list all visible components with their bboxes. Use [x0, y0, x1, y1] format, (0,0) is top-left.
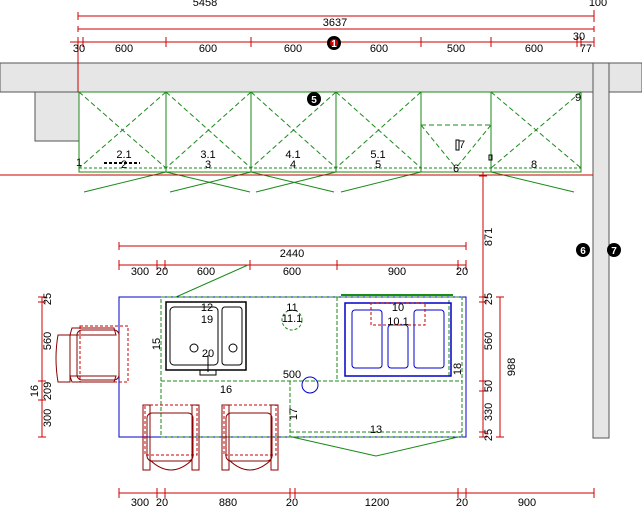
dim-871: 871: [483, 228, 495, 246]
dim-seg-0: 30: [73, 43, 85, 55]
dim-seg-5: 500: [447, 43, 465, 55]
dim-seg-6: 600: [525, 43, 543, 55]
dim-overall-right: 100: [589, 0, 607, 9]
island-dim-bottom-3: 20: [286, 497, 298, 509]
cabinet-label-2: 2: [121, 159, 127, 171]
island-label-10-1: 10.1: [387, 316, 408, 328]
dim-seg-4: 600: [370, 43, 388, 55]
island-counter-front: [291, 436, 377, 457]
cabinet-label-7: 7: [459, 139, 465, 151]
island-label-11-1: 11.1: [282, 313, 303, 325]
wall-band: [0, 62, 642, 93]
island-label-19: 19: [201, 314, 213, 326]
island-dim-right-2: 50: [483, 380, 495, 392]
island-label-20: 20: [202, 348, 214, 360]
dim-overall-left: 5458: [193, 0, 217, 9]
island-dim-bottom-0: 300: [131, 497, 149, 509]
dim-seg-1: 600: [115, 43, 133, 55]
island-dim-right-4: 25: [483, 429, 495, 441]
island-label-12: 12: [201, 302, 213, 314]
island-dim-bottom-4: 1200: [365, 497, 389, 509]
island-top-dimension-lines: [118, 242, 467, 270]
island-dim-top-1: 20: [156, 266, 168, 278]
island-label-15: 15: [151, 338, 163, 350]
dim-seg-7: 30: [573, 31, 585, 43]
cabinet-label-8: 8: [531, 159, 537, 171]
item-11-symbol: [281, 309, 303, 331]
sink: [165, 301, 247, 376]
svg-text:5: 5: [311, 95, 317, 106]
island-dim-right-1: 560: [483, 332, 495, 350]
island-dim-left-1: 560: [42, 332, 54, 350]
island-left-dimension-lines: [38, 296, 46, 438]
island-blue-circle: [301, 376, 319, 394]
island-label-11: 11: [286, 302, 297, 314]
cabinet-label-2-1: 2.1: [116, 149, 131, 161]
island-label-13: 13: [370, 424, 382, 436]
island-top-green: [175, 264, 249, 298]
island-dim-left-4: 300: [42, 409, 54, 427]
island-dim-right-overall: 988: [506, 358, 518, 376]
svg-text:1: 1: [331, 39, 337, 50]
cabinet-label-5-1: 5.1: [370, 149, 385, 161]
right-wall-column: [592, 62, 610, 439]
wall-pillar: [34, 91, 80, 142]
cabinet-label-9: 9: [575, 92, 581, 104]
dim-871-line: [479, 172, 487, 297]
island-dim-right-3: 330: [483, 403, 495, 421]
cabinet-label-6: 6: [453, 163, 459, 175]
island-label-17: 17: [288, 408, 300, 420]
island-dim-bottom-1: 20: [156, 497, 168, 509]
island-dim-right-0: 25: [483, 293, 495, 305]
svg-text:6: 6: [580, 246, 586, 257]
chair-middle[interactable]: [142, 404, 200, 471]
cabinet-label-1: 1: [76, 157, 82, 169]
island-counter-front-2: [375, 436, 459, 457]
cabinet-label-3: 3: [205, 159, 211, 171]
island-label-10: 10: [392, 302, 404, 314]
island-cabinets: [160, 296, 463, 438]
island-dim-top-2: 600: [197, 266, 215, 278]
island-dim-left-0: 25: [42, 293, 54, 305]
marker-6[interactable]: 6: [576, 243, 590, 257]
cabinet-handle-p: [488, 154, 493, 161]
cabinet-label-3-1: 3.1: [200, 149, 215, 161]
island-dim-left-2: 16: [29, 385, 41, 397]
island-dim-top-3: 600: [283, 266, 301, 278]
cooktop: [344, 302, 452, 377]
island-dim-top-4: 900: [388, 266, 406, 278]
dim-seg-2: 600: [199, 43, 217, 55]
island-label-18: 18: [452, 363, 464, 375]
island-dim-bottom-5: 20: [456, 497, 468, 509]
marker-7[interactable]: 7: [607, 243, 621, 257]
svg-text:7: 7: [611, 246, 617, 257]
marker-1[interactable]: 1: [327, 36, 341, 50]
island-label-500: 500: [283, 369, 301, 381]
chair-right[interactable]: [221, 404, 279, 471]
island-bottom-dimension-lines: [118, 488, 595, 498]
marker-5[interactable]: 5: [307, 92, 321, 106]
island-right-dimension-lines: [479, 296, 504, 438]
chair-left[interactable]: [55, 325, 129, 383]
island-dim-bottom-6: 900: [518, 497, 536, 509]
wall-cabinets: [78, 91, 582, 193]
island-label-16: 16: [220, 384, 232, 396]
island-dim-overall: 2440: [280, 248, 304, 260]
cabinet-handle-7: [455, 139, 460, 151]
island-dim-top-5: 20: [456, 266, 468, 278]
cabinet-label-5: 5: [375, 159, 381, 171]
cabinet-label-4-1: 4.1: [285, 149, 300, 161]
dim-seg-3: 600: [284, 43, 302, 55]
island-dim-left-3: 209: [42, 382, 54, 400]
cabinet-label-4: 4: [290, 159, 296, 171]
island-dim-top-0: 300: [131, 266, 149, 278]
island-dim-bottom-2: 880: [219, 497, 237, 509]
dim-seg-8: 77: [580, 43, 592, 55]
dim-span: 3637: [323, 17, 347, 29]
